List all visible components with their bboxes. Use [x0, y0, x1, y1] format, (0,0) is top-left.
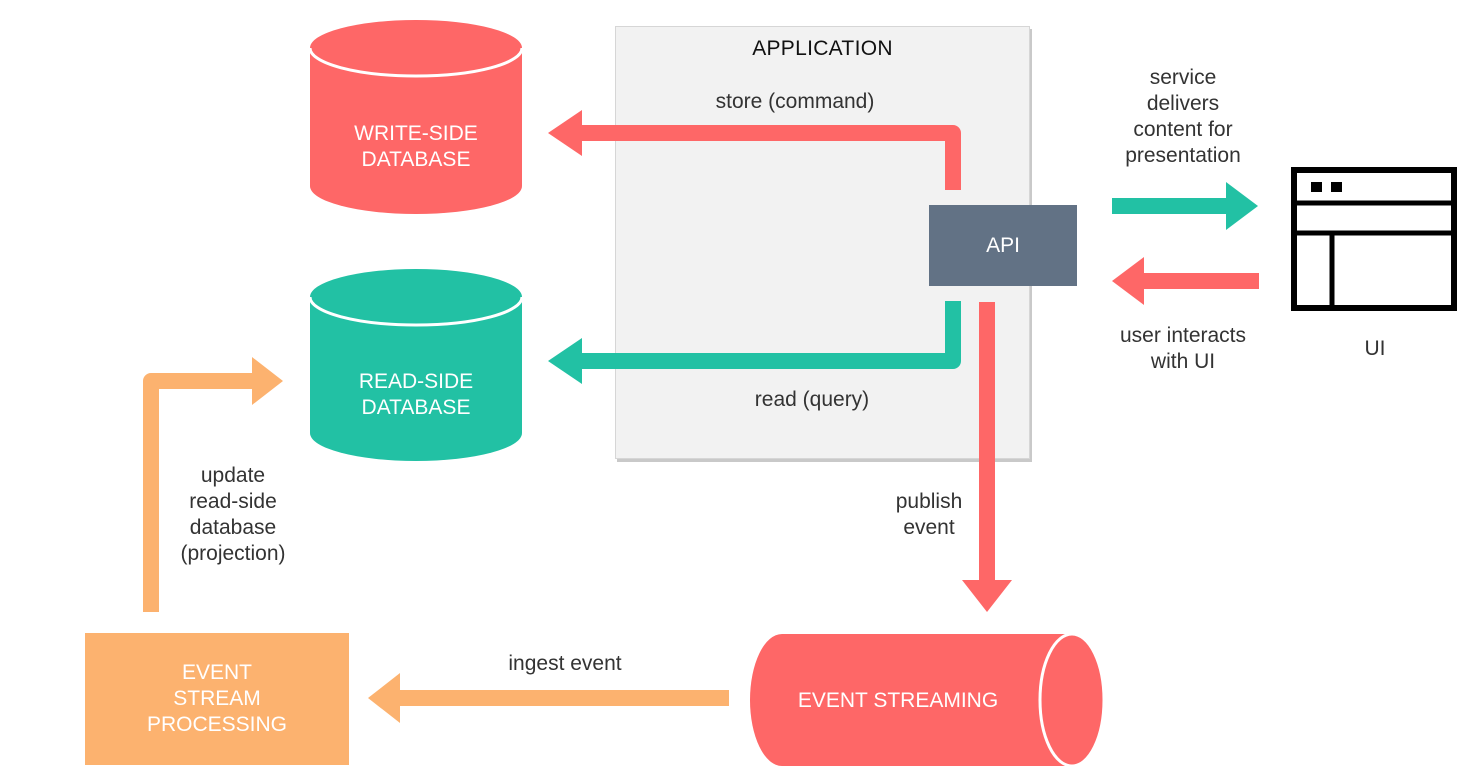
write-side-database-label-line-1: WRITE-SIDE [354, 122, 478, 145]
user-interacts-label-line-1: user interacts [1119, 324, 1247, 347]
user-interacts-arrow [1112, 257, 1259, 305]
update-projection-label-line-2: read-side [189, 490, 277, 513]
write-side-database-label-line-2: DATABASE [361, 148, 471, 171]
ui-label: UI [1364, 337, 1386, 360]
publish-event-label-line-2: event [903, 516, 955, 539]
read-side-database [308, 269, 524, 461]
update-projection-arrow [143, 357, 283, 612]
api-box: API [929, 205, 1077, 286]
application-title: APPLICATION [752, 37, 893, 60]
read-query-arrow [548, 301, 961, 384]
event-stream-processing-box: EVENT STREAM PROCESSING [85, 633, 349, 765]
update-projection-label-line-1: update [200, 464, 266, 487]
ingest-event-arrow [368, 673, 729, 723]
write-side-database-label: WRITE-SIDE DATABASE [310, 121, 522, 173]
read-query-label: read (query) [754, 388, 870, 411]
service-delivers-label-line-2: delivers [1146, 92, 1220, 115]
publish-event-label: publish event [869, 489, 989, 541]
publish-event-label-line-1: publish [895, 490, 963, 513]
read-side-database-label-line-1: READ-SIDE [358, 370, 474, 393]
update-projection-label-line-4: (projection) [180, 542, 286, 565]
user-interacts-label-line-2: with UI [1150, 350, 1216, 373]
event-stream-processing-label-line-3: PROCESSING [146, 713, 288, 736]
update-projection-label-line-3: database [189, 516, 277, 539]
store-command-arrow [548, 110, 961, 190]
event-streaming-label: EVENT STREAMING [797, 689, 999, 712]
service-delivers-label-line-4: presentation [1125, 144, 1241, 167]
update-projection-label: update read-side database (projection) [158, 463, 308, 567]
user-interacts-label: user interacts with UI [1098, 323, 1268, 375]
store-command-label: store (command) [715, 90, 875, 113]
event-stream-processing-label-line-2: STREAM [173, 687, 261, 710]
publish-event-arrow [962, 302, 1012, 612]
read-side-database-label: READ-SIDE DATABASE [310, 369, 522, 421]
ui-window-icon [1291, 167, 1457, 311]
ingest-event-label: ingest event [508, 652, 622, 675]
event-stream-processing-label-line-1: EVENT [181, 661, 252, 684]
service-delivers-label-line-3: content for [1133, 118, 1233, 141]
service-delivers-arrow [1112, 182, 1258, 230]
service-delivers-label-line-1: service [1149, 66, 1217, 89]
service-delivers-label: service delivers content for presentatio… [1098, 65, 1268, 169]
event-streaming-cylinder [750, 632, 1106, 768]
write-side-database [308, 20, 524, 214]
read-side-database-label-line-2: DATABASE [361, 396, 471, 419]
